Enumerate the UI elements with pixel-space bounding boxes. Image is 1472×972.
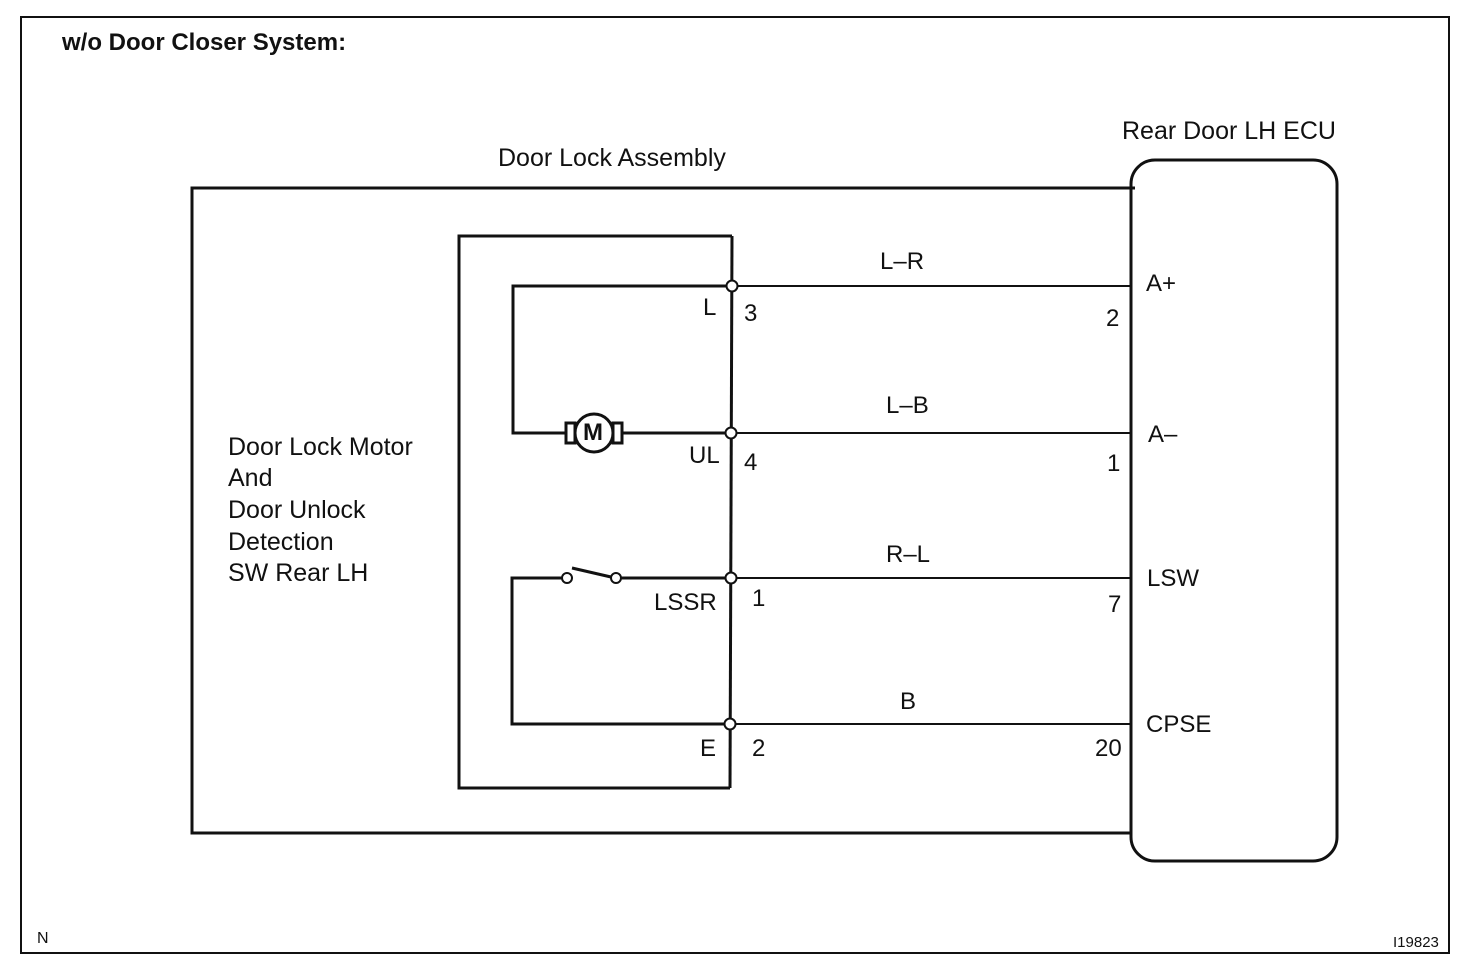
wire-color-1: L–R [880,248,925,275]
switch-contact-left [561,572,573,584]
ecu-terminal-4: CPSE [1146,711,1212,738]
figure-id: I19823 [1393,934,1439,951]
footer-left-mark: N [37,930,49,947]
terminal-node-l [725,279,739,293]
assembly-terminal-3: LSSR [654,589,717,616]
assembly-terminal-2: UL [689,442,720,469]
terminal-node-ul [724,426,738,440]
wire-color-4: B [900,688,917,715]
ecu-box [1129,158,1339,863]
motor-symbol-letter: M [583,419,603,446]
motor-label-line-3: Door Unlock [228,496,366,524]
ecu-terminal-2: A– [1148,421,1178,448]
diagram-title: w/o Door Closer System: [62,29,347,56]
motor-label-line-4: Detection [228,528,334,556]
terminal-bus [728,235,734,789]
diagram-frame [20,16,1450,954]
terminal-node-lssr [724,571,738,585]
motor-label-line-5: SW Rear LH [228,559,369,587]
ecu-pin-1: 2 [1106,305,1120,332]
wire-color-2: L–B [886,392,929,419]
motor-loop-wire [511,284,732,435]
switch-blade [571,566,612,579]
ecu-terminal-3: LSW [1147,565,1200,592]
ecu-pin-3: 7 [1108,591,1122,618]
wire-color-3: R–L [886,541,931,568]
motor-label-line-2: And [228,464,273,492]
assembly-pin-3: 1 [752,585,766,612]
motor-icon [564,412,624,454]
assembly-terminal-4: E [700,735,717,762]
assembly-pin-4: 2 [752,735,766,762]
motor-label-line-1: Door Lock Motor [228,433,413,461]
motor-switch-box [457,234,732,790]
assembly-terminal-1: L [703,294,717,321]
switch-contact-right [610,572,622,584]
assembly-pin-1: 3 [744,300,758,327]
terminal-node-e [723,717,737,731]
ecu-pin-2: 1 [1107,450,1121,477]
assembly-pin-2: 4 [744,449,758,476]
ecu-label: Rear Door LH ECU [1122,117,1336,145]
switch-loop-wire [510,576,730,726]
door-lock-assembly-box [190,186,1135,835]
ecu-terminal-1: A+ [1146,270,1177,297]
ecu-pin-4: 20 [1095,735,1122,762]
door-lock-assembly-label: Door Lock Assembly [498,144,726,172]
